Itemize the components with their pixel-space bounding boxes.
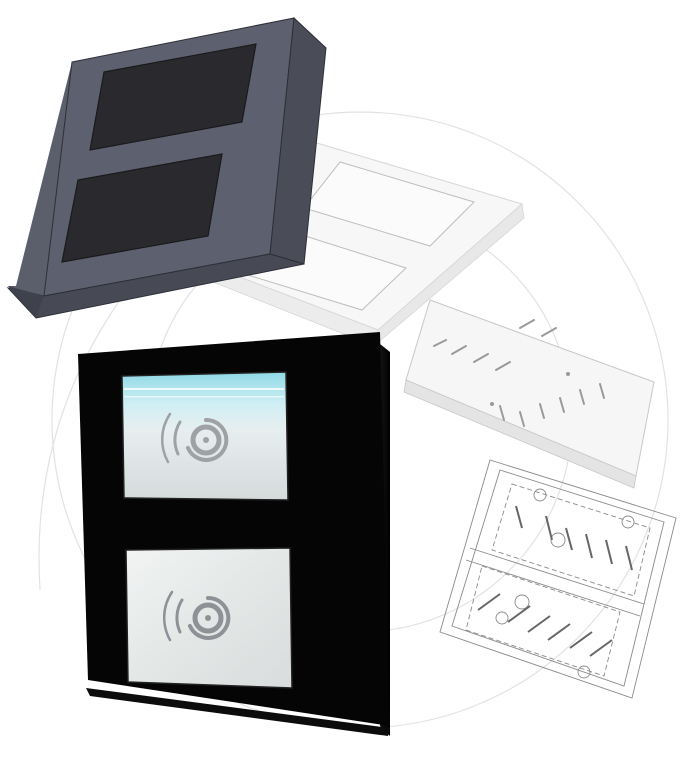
upper-window [121, 371, 289, 501]
wireframe-drawing [439, 459, 677, 699]
lower-window [125, 547, 293, 689]
contactless-reader-icon [162, 590, 231, 642]
back-plate [403, 299, 655, 489]
cad-enclosure [6, 16, 327, 319]
contactless-reader-icon [160, 412, 229, 464]
